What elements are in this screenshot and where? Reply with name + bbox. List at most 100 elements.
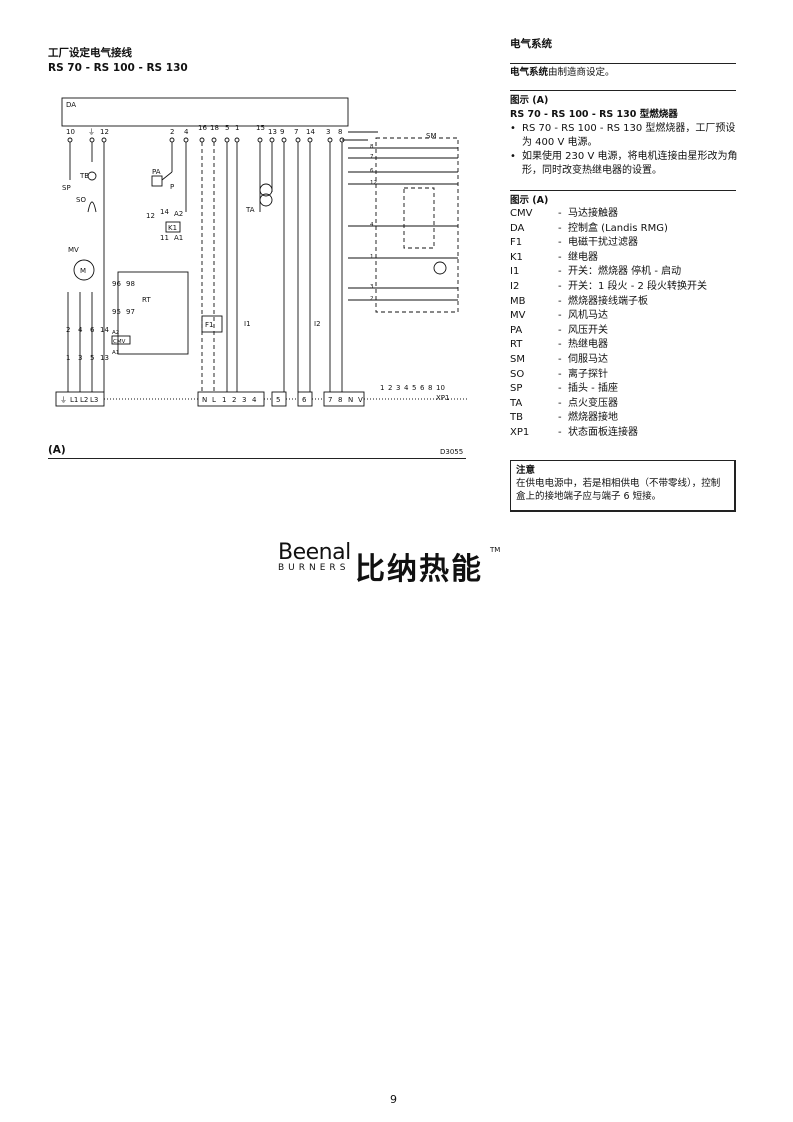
i1-label: I1 <box>244 320 251 328</box>
svg-text:A1: A1 <box>112 350 119 356</box>
f1-label: F1 <box>205 321 213 329</box>
legend-row: SM-伺服马达 <box>510 353 608 365</box>
svg-text:6: 6 <box>370 168 374 174</box>
diagram-subtitle: RS 70 - RS 100 - RS 130 <box>48 62 188 74</box>
k1-a2: A2 <box>174 210 183 218</box>
svg-text:L1: L1 <box>70 396 78 404</box>
intro-rest: 由制造商设定。 <box>548 67 615 78</box>
so-label: SO <box>76 196 86 204</box>
figure-code: D3055 <box>440 448 464 456</box>
note-text: 在供电电源中，若是相相供电（不带零线），控制盒上的接地端子应与端子 6 短接。 <box>516 478 721 502</box>
svg-text:14: 14 <box>306 128 315 136</box>
legend-row: PA-风压开关 <box>510 324 608 336</box>
svg-text:13: 13 <box>100 354 109 362</box>
svg-text:3: 3 <box>370 284 374 290</box>
svg-text:8: 8 <box>338 396 342 404</box>
ta-label: TA <box>245 206 255 214</box>
i2-label: I2 <box>314 320 321 328</box>
xp1-label: XP1 <box>436 394 449 402</box>
svg-text:7: 7 <box>328 396 332 404</box>
svg-text:2: 2 <box>370 296 374 302</box>
tb-label: TB <box>79 172 89 180</box>
k1-box <box>165 221 181 233</box>
logo-cn: 比纳热能 <box>355 552 483 587</box>
figure-bottom-rule <box>48 458 466 459</box>
rule-3 <box>510 190 736 191</box>
svg-text:98: 98 <box>126 280 135 288</box>
da-label: DA <box>66 101 76 109</box>
svg-text:14: 14 <box>160 208 169 216</box>
k1-label: K1 <box>168 224 177 232</box>
svg-text:18: 18 <box>210 124 219 132</box>
svg-text:3: 3 <box>396 384 400 392</box>
legend-row: SP-插头 - 插座 <box>510 383 618 395</box>
page-number: 9 <box>390 1093 397 1106</box>
svg-text:8: 8 <box>428 384 432 392</box>
svg-text:N: N <box>348 396 353 404</box>
svg-text:2: 2 <box>232 396 236 404</box>
svg-text:7: 7 <box>294 128 298 136</box>
legend-list: CMV-马达接触器 DA-控制盒 (Landis RMG) F1-电磁干扰过滤器… <box>510 207 738 441</box>
svg-text:1: 1 <box>380 384 384 392</box>
rule-2 <box>510 90 736 91</box>
pa-p-label: P <box>170 183 174 191</box>
pa-label: PA <box>152 168 161 176</box>
svg-text:13: 13 <box>268 128 277 136</box>
svg-text:97: 97 <box>126 308 135 316</box>
svg-text:12: 12 <box>370 180 377 186</box>
svg-text:3: 3 <box>326 128 330 136</box>
svg-text:3: 3 <box>242 396 246 404</box>
fig-a-title-2: 图示 (A) <box>510 195 549 206</box>
legend-row: XP1-状态面板连接器 <box>510 426 638 438</box>
legend-row: I2-开关：1 段火 - 2 段火转换开关 <box>510 280 708 292</box>
svg-text:4: 4 <box>252 396 257 404</box>
svg-text:8: 8 <box>370 144 374 150</box>
svg-text:10: 10 <box>66 128 75 136</box>
svg-text:5: 5 <box>90 354 94 362</box>
terminal-dots <box>67 137 345 143</box>
intro-text: 电气系统由制造商设定。 <box>510 66 615 79</box>
svg-text:A2: A2 <box>112 330 119 336</box>
sm-box <box>375 137 459 313</box>
legend-row: MV-风机马达 <box>510 310 608 322</box>
svg-text:16: 16 <box>198 124 207 132</box>
svg-text:M: M <box>80 267 86 275</box>
svg-text:L: L <box>212 396 216 404</box>
svg-text:6: 6 <box>90 326 95 334</box>
mv-label: MV <box>68 246 79 254</box>
svg-text:11: 11 <box>160 234 169 242</box>
bullet-list: •RS 70 - RS 100 - RS 130 型燃烧器，工厂预设为 400 … <box>510 122 738 178</box>
svg-text:5: 5 <box>412 384 416 392</box>
svg-text:5: 5 <box>225 124 229 132</box>
svg-text:12: 12 <box>100 128 109 136</box>
f1-box <box>201 315 223 333</box>
svg-text:10: 10 <box>436 384 445 392</box>
diagram-title: 工厂设定电气接线 <box>48 47 132 59</box>
svg-text:⏚: ⏚ <box>88 128 95 136</box>
svg-text:4: 4 <box>78 326 83 334</box>
svg-text:7: 7 <box>370 154 374 160</box>
svg-text:4: 4 <box>184 128 189 136</box>
da-box <box>61 97 349 127</box>
svg-text:12: 12 <box>146 212 155 220</box>
logo-tm: TM <box>490 546 501 554</box>
note-title: 注意 <box>516 465 536 476</box>
svg-text:4: 4 <box>404 384 409 392</box>
k1-a1: A1 <box>174 234 183 242</box>
legend-row: RT-热继电器 <box>510 339 608 351</box>
svg-text:96: 96 <box>112 280 121 288</box>
svg-text:95: 95 <box>112 308 121 316</box>
sp-label: SP <box>62 184 71 192</box>
rt-box <box>117 271 189 355</box>
legend-row: I1-开关：燃烧器 停机 - 启动 <box>510 266 682 278</box>
legend-row: TB-燃烧器接地 <box>510 412 618 424</box>
svg-text:L3: L3 <box>90 396 98 404</box>
brand-logo: Beenal BURNERS <box>278 540 351 573</box>
legend-row: SO-离子探针 <box>510 368 608 380</box>
rule-1 <box>510 63 736 64</box>
bullet-item: •如果使用 230 V 电源，将电机连接由星形改为角形，同时改变热继电器的设置。 <box>510 151 738 176</box>
svg-text:6: 6 <box>302 396 307 404</box>
logo-sub: BURNERS <box>278 563 350 573</box>
